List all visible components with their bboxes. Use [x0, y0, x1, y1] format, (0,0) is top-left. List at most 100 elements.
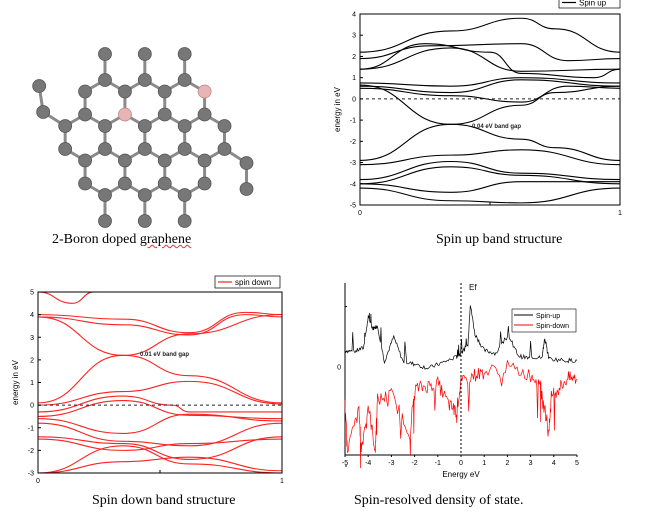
carbon-atom [137, 119, 152, 133]
y-tick-label: -3 [28, 471, 34, 478]
carbon-atom [98, 188, 112, 202]
carbon-atom [239, 156, 254, 170]
y-tick-label: 3 [352, 33, 356, 40]
carbon-atom [197, 153, 212, 168]
band-line [360, 85, 620, 161]
y-tick-label: 0 [352, 96, 356, 103]
y-axis-label: energy in eV [333, 86, 342, 132]
carbon-atom [98, 47, 112, 61]
carbon-atom [177, 47, 192, 61]
x-tick-label: 4 [552, 460, 556, 467]
y-tick-label: -1 [28, 425, 34, 432]
x-tick-label: 2 [505, 460, 509, 467]
x-tick-label: -4 [365, 460, 371, 467]
y-tick-label: -5 [350, 203, 356, 210]
x-tick-label: 1 [618, 210, 622, 217]
x-tick-label: -2 [411, 460, 417, 467]
plot-frame [359, 13, 621, 206]
y-tick-label: 0 [30, 403, 34, 410]
legend-label: Spin-up [536, 313, 560, 320]
boron-atom [197, 84, 212, 99]
carbon-atom [58, 142, 73, 156]
band-gap-annotation: 0.01 eV band gap [140, 352, 189, 358]
y-tick-label: 1 [352, 75, 356, 82]
dos-line-spin-down [344, 360, 578, 468]
x-tick-label: -3 [388, 460, 394, 467]
carbon-atom [98, 142, 112, 156]
band-line [360, 166, 620, 185]
y-tick-label: 5 [30, 290, 34, 297]
x-tick-label: 0 [36, 478, 40, 485]
y-axis-label: energy in eV [11, 359, 20, 405]
x-tick-label: 1 [280, 478, 284, 485]
carbon-atom [239, 182, 254, 196]
boron-atom [118, 107, 132, 122]
carbon-atom [177, 214, 192, 228]
caption-text-misspelled: graphene [139, 232, 192, 247]
band-line [360, 47, 620, 72]
y-tick-label: 2 [352, 54, 356, 61]
y-tick-label: -4 [350, 181, 356, 188]
legend-box [558, 0, 621, 9]
carbon-atom [177, 188, 192, 202]
band-line [360, 160, 620, 181]
y-tick-label: -2 [28, 448, 34, 455]
carbon-atom [197, 176, 212, 191]
carbon-atom [177, 119, 192, 133]
band-line [38, 413, 282, 434]
band-line [360, 43, 620, 79]
carbon-atom [118, 153, 132, 168]
carbon-atom [197, 107, 212, 122]
x-tick-label: 3 [529, 460, 533, 467]
band-line [360, 17, 620, 53]
dos-caption: Spin-resolved density of state. [354, 493, 524, 508]
band-line [360, 77, 620, 87]
y-tick-label: 0 [337, 365, 341, 372]
carbon-atom [157, 107, 172, 122]
carbon-atom [58, 119, 73, 133]
x-axis-label: Energy eV [442, 470, 480, 479]
band-line [360, 187, 620, 204]
molecule-diagram [32, 47, 254, 228]
x-tick-label: -5 [342, 460, 348, 467]
band-line [360, 181, 620, 193]
caption-text: 2-Boron doped [52, 232, 140, 247]
spin-up-caption: Spin up band structure [436, 232, 563, 247]
x-tick-label: 0 [459, 460, 463, 467]
carbon-atom [137, 188, 152, 202]
carbon-atom [137, 142, 152, 156]
carbon-atom [157, 176, 172, 191]
band-line [38, 436, 282, 460]
band-line [38, 380, 282, 406]
carbon-atom [137, 73, 152, 87]
band-line [38, 311, 282, 334]
y-tick-label: -1 [350, 118, 356, 125]
carbon-atom [137, 47, 152, 61]
carbon-atom [137, 214, 152, 228]
x-tick-label: 1 [482, 460, 486, 467]
y-tick-label: 4 [30, 312, 34, 319]
y-tick-label: 3 [30, 335, 34, 342]
carbon-atom [217, 119, 232, 133]
legend-box [214, 275, 281, 289]
legend-label: spin down [235, 278, 271, 287]
y-tick-label: -3 [350, 160, 356, 167]
carbon-atom [78, 84, 92, 99]
band-line [360, 79, 620, 94]
band-line [38, 316, 282, 404]
molecule-caption: 2-Boron doped graphene [52, 232, 191, 248]
band-line [38, 314, 282, 404]
carbon-atom [78, 153, 92, 168]
carbon-atom [177, 142, 192, 156]
band-line [38, 438, 282, 451]
band-line [38, 314, 282, 336]
spin-down-caption: Spin down band structure [92, 493, 236, 508]
band-line [360, 84, 620, 161]
carbon-atom [98, 119, 112, 133]
bands [38, 292, 282, 473]
legend-label: Spin up [579, 0, 607, 8]
x-tick-label: 5 [575, 460, 579, 467]
carbon-atom [118, 176, 132, 191]
